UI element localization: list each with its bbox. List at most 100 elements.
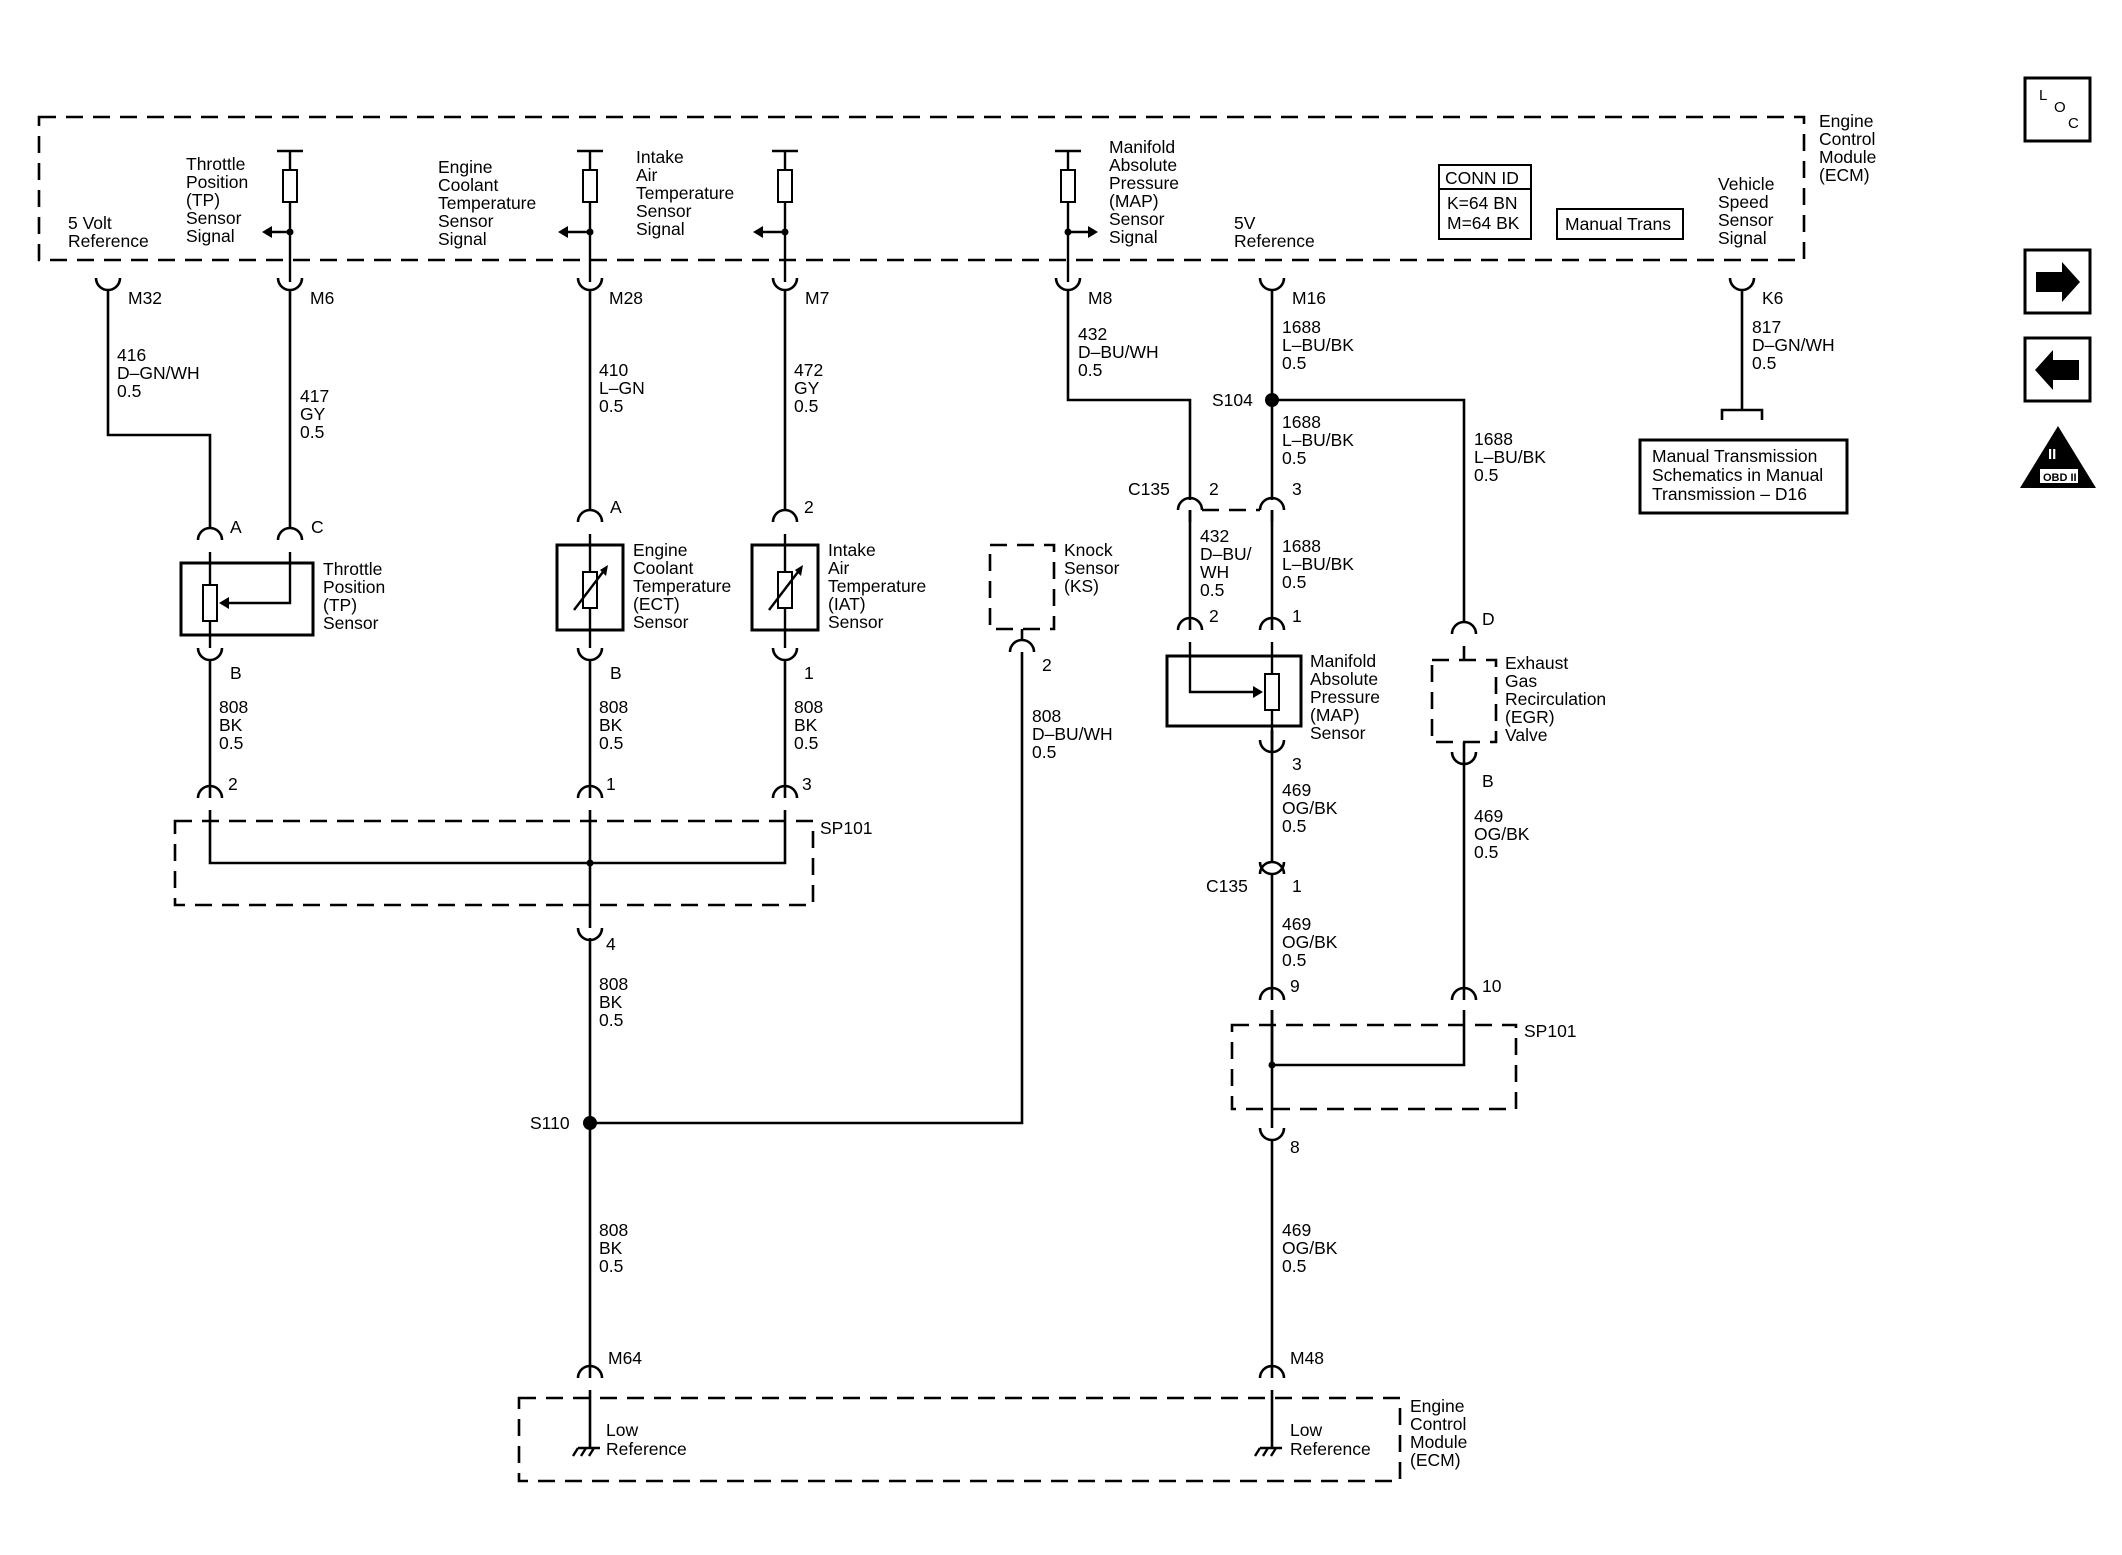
wire-808-sp-label: 808 BK 0.5 (599, 974, 633, 1030)
ect-sensor-signal-label: Engine Coolant Temperature Sensor Signal (438, 157, 541, 249)
conn-id-title: CONN ID (1445, 168, 1519, 188)
ecm-title: Engine Control Module (ECM) (1819, 111, 1881, 185)
c135-bottom-label: C135 (1206, 876, 1248, 896)
c135-pin-1: 1 (1292, 876, 1302, 896)
ect-sensor-label: Engine Coolant Temperature (ECT) Sensor (633, 540, 736, 632)
map-pin-2: 2 (1209, 606, 1219, 626)
wire-1688-top-label: 1688 L–BU/BK 0.5 (1282, 317, 1359, 373)
wire-808-tp-label: 808 BK 0.5 (219, 697, 253, 753)
next-page-arrow-icon[interactable] (2023, 248, 2092, 315)
sp101-right-label: SP101 (1524, 1021, 1577, 1041)
sp101-right: 9 10 8 SP101 (1230, 976, 1577, 1157)
wire-808-ect-label: 808 BK 0.5 (599, 697, 633, 753)
svg-text:II: II (2048, 446, 2056, 463)
tp-pin-a: A (230, 517, 242, 537)
iat-internal-resistor (753, 149, 798, 282)
ecm-module-bottom: M64 M48 Low Reference Low Reference Engi… (517, 1348, 1472, 1483)
c135-bottom-connector: C135 1 (1206, 860, 1302, 896)
wire-817-label: 817 D–GN/WH 0.5 (1752, 317, 1840, 373)
conn-id-box: CONN ID K=64 BN M=64 BK (1438, 164, 1532, 240)
tp-internal-resistor (262, 149, 303, 282)
map-pin-1: 1 (1292, 606, 1302, 626)
pin-m6: M6 (310, 288, 334, 308)
svg-text:L: L (2039, 87, 2047, 104)
wire-808-low-label: 808 BK 0.5 (599, 1220, 633, 1276)
tp-sensor-label: Throttle Position (TP) Sensor (323, 559, 390, 633)
wire-432-top-label: 432 D–BU/WH 0.5 (1078, 324, 1164, 380)
tp-sensor: A C B Throttle Position (TP) Sensor (179, 517, 390, 683)
s110-splice: S110 (530, 1113, 597, 1133)
wire-1688-egr-label: 1688 L–BU/BK 0.5 (1474, 429, 1551, 485)
pin-m64: M64 (608, 1348, 642, 1368)
iat-sensor-signal-label: Intake Air Temperature Sensor Signal (636, 147, 739, 239)
loc-icon[interactable]: L O C (2023, 76, 2092, 143)
five-volt-reference-label: 5 Volt Reference (68, 213, 149, 251)
c135-top-connector: C135 2 3 (1128, 479, 1302, 522)
tp-pin-b: B (230, 663, 242, 683)
manual-transmission-reference: Manual Transmission Schematics in Manual… (1638, 438, 1849, 515)
previous-page-arrow-icon[interactable] (2023, 336, 2092, 403)
vss-signal-label: Vehicle Speed Sensor Signal (1718, 174, 1779, 248)
sp-pin-3: 3 (802, 774, 812, 794)
ect-internal-resistor (558, 149, 603, 282)
egr-pin-d: D (1482, 609, 1495, 629)
ecm-bottom-title: Engine Control Module (ECM) (1410, 1396, 1472, 1470)
obd-ii-icon[interactable]: II OBD II (2020, 426, 2096, 488)
wire-1688-mid-label: 1688 L–BU/BK 0.5 (1282, 412, 1359, 468)
wire-416-label: 416 D–GN/WH 0.5 (117, 345, 205, 401)
sp-pin-10: 10 (1482, 976, 1502, 996)
wire-808-iat-label: 808 BK 0.5 (794, 697, 828, 753)
pin-m32: M32 (128, 288, 162, 308)
ks-sensor-label: Knock Sensor (KS) (1064, 540, 1124, 596)
pin-m16: M16 (1292, 288, 1326, 308)
sp-pin-1: 1 (606, 774, 616, 794)
tp-pin-c: C (311, 517, 324, 537)
ground-right-icon (1253, 1446, 1282, 1457)
sp101-left: 2 1 3 4 SP101 (173, 774, 873, 954)
ect-sensor: A B Engine Coolant Temperature (ECT) Sen… (555, 497, 736, 683)
svg-text:O: O (2054, 99, 2066, 116)
map-sensor-signal-label: Manifold Absolute Pressure (MAP) Sensor … (1109, 137, 1184, 247)
five-v-reference-label: 5V Reference (1234, 213, 1315, 251)
knock-sensor: 2 Knock Sensor (KS) (988, 540, 1124, 675)
wire-469-map-label: 469 OG/BK 0.5 (1282, 780, 1342, 836)
pin-m48: M48 (1290, 1348, 1324, 1368)
map-internal-resistor (1055, 149, 1098, 282)
conn-id-m: M=64 BK (1447, 213, 1520, 233)
ecm-module-top: Engine Control Module (ECM) 5 Volt Refer… (37, 111, 1881, 262)
sp-pin-9: 9 (1290, 976, 1300, 996)
sp-pin-2: 2 (228, 774, 238, 794)
pin-k6: K6 (1762, 288, 1783, 308)
iat-pin-2: 2 (804, 497, 814, 517)
map-sensor: 2 1 3 Manifold Absolute Pressure (MAP) S… (1165, 606, 1385, 774)
map-sensor-label: Manifold Absolute Pressure (MAP) Sensor (1310, 651, 1385, 743)
c135-pin-3: 3 (1292, 479, 1302, 499)
svg-text:C: C (2068, 115, 2079, 132)
low-reference-right-label: Low Reference (1290, 1420, 1371, 1459)
s104-label: S104 (1212, 390, 1253, 410)
iat-sensor-label: Intake Air Temperature (IAT) Sensor (828, 540, 931, 632)
s104-splice: S104 (1212, 390, 1279, 410)
wire-469-c135-label: 469 OG/BK 0.5 (1282, 914, 1342, 970)
pin-m7: M7 (805, 288, 829, 308)
ecm-pins: M32 M6 M28 M7 M8 M16 K6 (94, 277, 1783, 308)
pin-m8: M8 (1088, 288, 1112, 308)
wire-469-egr-label: 469 OG/BK 0.5 (1474, 806, 1534, 862)
ect-pin-a: A (610, 497, 622, 517)
map-pin-3: 3 (1292, 754, 1302, 774)
s110-label: S110 (530, 1113, 570, 1133)
egr-pin-b: B (1482, 771, 1494, 791)
c135-top-label: C135 (1128, 479, 1170, 499)
side-icons: L O C II OBD II (2020, 76, 2096, 488)
svg-text:OBD II: OBD II (2043, 472, 2077, 484)
wire-1688-map-label: 1688 L–BU/BK 0.5 (1282, 536, 1359, 592)
manual-transmission-reference-label: Manual Transmission Schematics in Manual… (1652, 446, 1828, 504)
tp-sensor-signal-label: Throttle Position (TP) Sensor Signal (186, 154, 253, 246)
wire-469-low-label: 469 OG/BK 0.5 (1282, 1220, 1342, 1276)
wire-417-label: 417 GY 0.5 (300, 386, 334, 442)
wire-432-map-label: 432 D–BU/ WH 0.5 (1200, 526, 1256, 600)
wire-410-label: 410 L–GN 0.5 (599, 360, 650, 416)
ect-pin-b: B (610, 663, 622, 683)
iat-pin-1: 1 (804, 663, 814, 683)
sp-pin-8: 8 (1290, 1137, 1300, 1157)
